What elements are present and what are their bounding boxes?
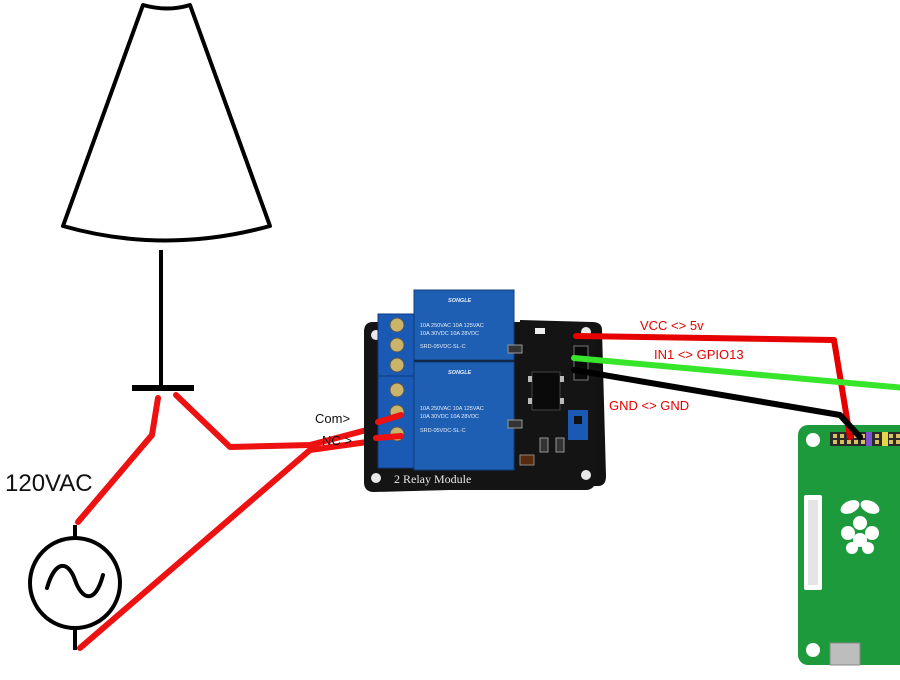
- relay-2-model: SRD-05VDC-SL-C: [420, 428, 466, 434]
- wire-supply-to-lamp: [75, 395, 161, 525]
- wire-supply-to-relay-nc: [77, 435, 399, 651]
- wire-gnd: [571, 367, 863, 440]
- raspberry-logo-icon: [840, 500, 880, 554]
- gpio-header: [830, 432, 900, 446]
- label-in1: IN1 <> GPIO13: [654, 347, 744, 362]
- mounting-hole: [581, 470, 591, 480]
- relay-1-brand: SONGLE: [448, 298, 472, 304]
- rpi-mount-hole: [806, 433, 820, 447]
- rpi-mount-hole: [806, 643, 820, 657]
- relay-2-rating-line-1: 10A 250VAC 10A 125VAC: [420, 406, 484, 412]
- lamp-shade: [61, 3, 272, 243]
- sine-wave-icon: [45, 564, 105, 599]
- raspberry-pi-board: [798, 425, 900, 666]
- mounting-hole: [371, 473, 381, 483]
- signal-wiring: [571, 333, 900, 440]
- lamp: [61, 3, 272, 391]
- relay-module-label: 2 Relay Module: [394, 472, 471, 486]
- relay-1: SONGLE 10A 250VAC 10A 125VAC 10A 30VDC 1…: [413, 289, 515, 361]
- relay-2: SONGLE 10A 250VAC 10A 125VAC 10A 30VDC 1…: [413, 361, 515, 471]
- rpi-usb-port: [829, 642, 861, 666]
- wire-in1: [571, 355, 900, 391]
- relay-2-brand: SONGLE: [448, 370, 472, 376]
- terminal-leads: [373, 412, 404, 441]
- relay-1-model: SRD-05VDC-SL-C: [420, 344, 466, 350]
- terminal-label-com: Com>: [315, 411, 350, 426]
- supply-label: 120VAC: [5, 470, 93, 497]
- ac-supply: 120VAC: [5, 470, 122, 650]
- terminal-label-nc: NC >: [322, 433, 352, 448]
- label-vcc: VCC <> 5v: [640, 318, 704, 333]
- label-gnd: GND <> GND: [609, 398, 689, 413]
- relay-2-rating-line-2: 10A 30VDC 10A 28VDC: [420, 414, 479, 420]
- relay-module: SONGLE 10A 250VAC 10A 125VAC 10A 30VDC 1…: [315, 289, 606, 492]
- terminal-block: [377, 313, 415, 469]
- relay-1-rating-line-2: 10A 30VDC 10A 28VDC: [420, 331, 479, 337]
- relay-1-rating-line-1: 10A 250VAC 10A 125VAC: [420, 323, 484, 329]
- wire-vcc: [573, 333, 853, 440]
